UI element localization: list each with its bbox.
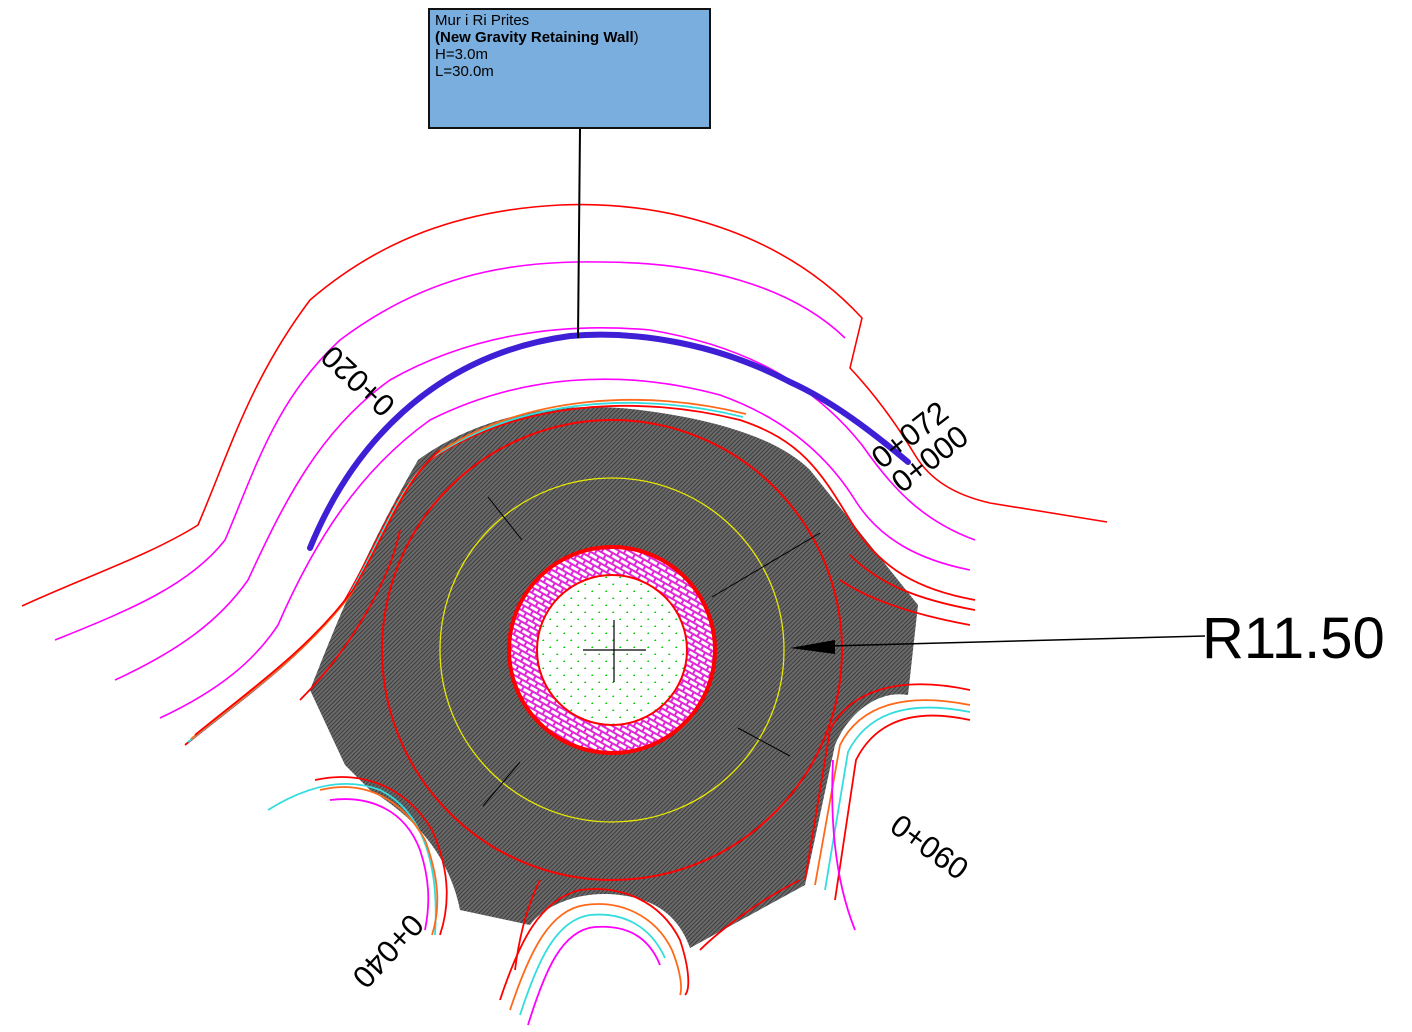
offset-lines-north [54, 261, 976, 719]
retaining-wall-label-box: Mur i Ri Prites (New Gravity Retaining W… [428, 8, 711, 129]
roundabout-outer-circle [381, 419, 843, 881]
lane-tick-marks [482, 496, 821, 807]
wall-label-paren-close: ) [633, 29, 639, 46]
arrowhead-icon [790, 640, 835, 654]
wall-label-length: L=30.0m [435, 63, 494, 80]
radius-label: R11.50 [1202, 606, 1385, 671]
wall-label-paren-open: ( [435, 29, 440, 46]
retaining-wall-line [307, 331, 911, 551]
wall-label-leader [577, 128, 581, 339]
crosshair-icon [583, 620, 646, 682]
station-label-0-060: 0+060 [884, 807, 975, 886]
wall-label-type-text: New Gravity Retaining Wall [440, 29, 634, 46]
yellow-lane-circle [439, 477, 785, 823]
radius-leader-line [829, 635, 1206, 647]
wall-label-height: H=3.0m [435, 46, 488, 63]
approach-curbs [184, 398, 976, 1026]
wall-label-name: Mur i Ri Prites [435, 12, 530, 29]
wall-label-type: (New Gravity Retaining Wall) [435, 29, 704, 46]
station-label-0-040: 0+040 [345, 907, 430, 995]
outer-boundary-north [21, 203, 1108, 607]
